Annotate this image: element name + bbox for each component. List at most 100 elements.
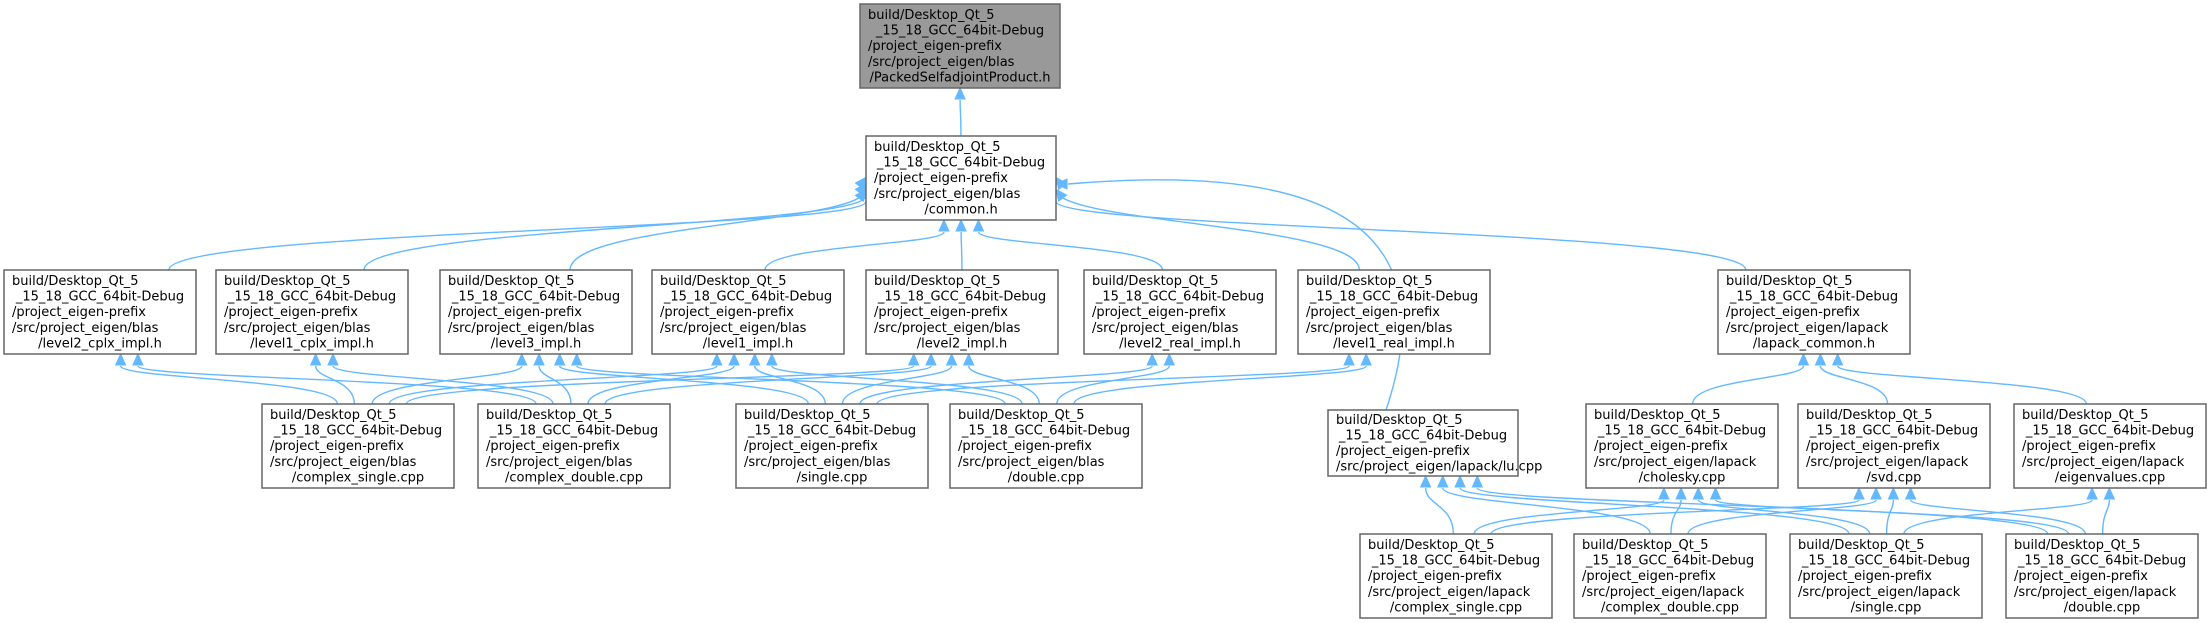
node-box [1083,269,1277,355]
node-blas-complex-double[interactable]: build/Desktop_Qt_5_15_18_GCC_64bit-Debug… [477,403,671,489]
node-box [1585,403,1779,489]
node-level2[interactable]: build/Desktop_Qt_5_15_18_GCC_64bit-Debug… [865,269,1059,355]
node-label-line: /level2_cplx_impl.h [38,336,162,351]
node-box [1573,533,1767,619]
node-label-line: /svd.cpp [1867,470,1922,485]
node-box [1789,533,1983,619]
edge-lapack-double-to-svd [1909,499,2087,535]
node-level1-real[interactable]: build/Desktop_Qt_5_15_18_GCC_64bit-Debug… [1297,269,1491,355]
edge-svd-to-lapack-common [1819,365,1889,405]
node-label-line: /level1_real_impl.h [1333,336,1455,351]
node-label-line: build/Desktop_Qt_5 [270,408,397,423]
node-cholesky[interactable]: build/Desktop_Qt_5_15_18_GCC_64bit-Debug… [1585,403,1779,489]
node-label-line: /src/project_eigen/blas [660,321,807,336]
node-label-line: /src/project_eigen/blas [1306,321,1453,336]
node-label-line: /src/project_eigen/blas [1092,321,1239,336]
node-label-line: _15_18_GCC_64bit-Debug [663,290,832,305]
node-label-line: /PackedSelfadjointProduct.h [870,70,1051,85]
node-blas-single[interactable]: build/Desktop_Qt_5_15_18_GCC_64bit-Debug… [735,403,929,489]
edge-blas-complex-double-to-level2 [604,365,932,405]
node-level3[interactable]: build/Desktop_Qt_5_15_18_GCC_64bit-Debug… [439,269,633,355]
node-eigenvalues[interactable]: build/Desktop_Qt_5_15_18_GCC_64bit-Debug… [2013,403,2207,489]
arrowhead [533,352,545,366]
node-lapack-double[interactable]: build/Desktop_Qt_5_15_18_GCC_64bit-Debug… [2005,533,2199,619]
node-label-line: _15_18_GCC_64bit-Debug [1585,554,1754,569]
node-label-line: /project_eigen-prefix [1092,305,1226,320]
arrowhead [1870,486,1882,500]
node-label-line: /src/project_eigen/lapack [1368,585,1531,600]
node-label-line: build/Desktop_Qt_5 [1726,274,1853,289]
edge-lapack-common-to-common [1055,200,1747,271]
node-root[interactable]: build/Desktop_Qt_5_15_18_GCC_64bit-Debug… [859,3,1061,89]
node-label-line: /project_eigen-prefix [1368,569,1502,584]
arrowhead [766,352,778,366]
node-box [2013,403,2207,489]
node-common[interactable]: build/Desktop_Qt_5_15_18_GCC_64bit-Debug… [865,135,1057,221]
edge-blas-complex-double-to-level1-cplx [332,365,554,405]
node-label-line: /single.cpp [797,470,868,485]
arrowhead [1692,486,1705,500]
edge-level1-to-common [764,231,945,271]
arrowhead [1709,486,1722,500]
node-label-line: /src/project_eigen/blas [12,321,159,336]
arrowhead [553,352,566,366]
node-lapack-complex-single[interactable]: build/Desktop_Qt_5_15_18_GCC_64bit-Debug… [1359,533,1553,619]
edge-level2-cplx-to-common [168,200,867,271]
node-level2-cplx[interactable]: build/Desktop_Qt_5_15_18_GCC_64bit-Debug… [3,269,197,355]
node-label-line: _15_18_GCC_64bit-Debug [876,156,1045,171]
node-label-line: _15_18_GCC_64bit-Debug [1809,424,1978,439]
node-box [261,403,455,489]
node-lapack-common[interactable]: build/Desktop_Qt_5_15_18_GCC_64bit-Debug… [1717,269,1911,355]
node-label-line: /project_eigen-prefix [1336,444,1470,459]
node-blas-complex-single[interactable]: build/Desktop_Qt_5_15_18_GCC_64bit-Debug… [261,403,455,489]
node-label-line: build/Desktop_Qt_5 [224,274,351,289]
node-lapack-single[interactable]: build/Desktop_Qt_5_15_18_GCC_64bit-Debug… [1789,533,1983,619]
edge-lapack-complex-single-to-svd [1490,499,1860,535]
node-lu[interactable]: build/Desktop_Qt_5_15_18_GCC_64bit-Debug… [1327,409,1542,477]
arrowhead [571,352,583,366]
node-label-line: /src/project_eigen/blas [958,455,1105,470]
arrowhead [114,352,127,366]
node-label-line: _15_18_GCC_64bit-Debug [451,290,620,305]
arrowhead [728,352,740,366]
arrowhead [954,86,966,100]
node-box [1797,403,1991,489]
node-label-line: _15_18_GCC_64bit-Debug [1801,554,1970,569]
node-lapack-complex-double[interactable]: build/Desktop_Qt_5_15_18_GCC_64bit-Debug… [1573,533,1767,619]
edge-lapack-double-to-eigenvalues [2101,499,2111,535]
edge-eigenvalues-to-lapack-common [1836,365,2088,405]
edge-cholesky-to-lapack-common [1691,365,1805,405]
arrowhead [1904,486,1917,500]
node-label-line: /double.cpp [2064,600,2140,615]
node-label-line: /project_eigen-prefix [486,439,620,454]
node-svd[interactable]: build/Desktop_Qt_5_15_18_GCC_64bit-Debug… [1797,403,1991,489]
edge-lapack-single-to-lu [1459,487,1850,535]
node-box [949,403,1143,489]
edge-level2-real-to-common [977,231,1164,271]
node-label-line: /project_eigen-prefix [1798,569,1932,584]
node-box [2005,533,2199,619]
arrowhead [1360,352,1372,366]
node-label-line: /src/project_eigen/lapack [1582,585,1745,600]
node-blas-double[interactable]: build/Desktop_Qt_5_15_18_GCC_64bit-Debug… [949,403,1143,489]
node-box [1359,533,1553,619]
edge-blas-complex-single-to-level1 [388,365,718,405]
node-label-line: /lapack_common.h [1753,336,1875,351]
node-level1[interactable]: build/Desktop_Qt_5_15_18_GCC_64bit-Debug… [651,269,845,355]
node-label-line: /src/project_eigen/lapack [1726,321,1889,336]
node-level1-cplx[interactable]: build/Desktop_Qt_5_15_18_GCC_64bit-Debug… [215,269,409,355]
arrowhead [1675,486,1687,500]
arrowhead [711,352,723,366]
node-label-line: /project_eigen-prefix [12,305,146,320]
node-label-line: build/Desktop_Qt_5 [1594,408,1721,423]
edge-lapack-single-to-svd [1885,499,1895,535]
edge-lapack-complex-double-to-lu [1442,487,1651,535]
node-label-line: build/Desktop_Qt_5 [744,408,871,423]
node-label-line: /project_eigen-prefix [1582,569,1716,584]
arrowhead [945,352,958,366]
edge-level1-real-to-common [1055,189,1361,271]
node-label-line: _15_18_GCC_64bit-Debug [2025,424,2194,439]
node-level2-real[interactable]: build/Desktop_Qt_5_15_18_GCC_64bit-Debug… [1083,269,1277,355]
edge-blas-single-to-level1 [754,365,826,405]
node-label-line: _15_18_GCC_64bit-Debug [877,290,1046,305]
